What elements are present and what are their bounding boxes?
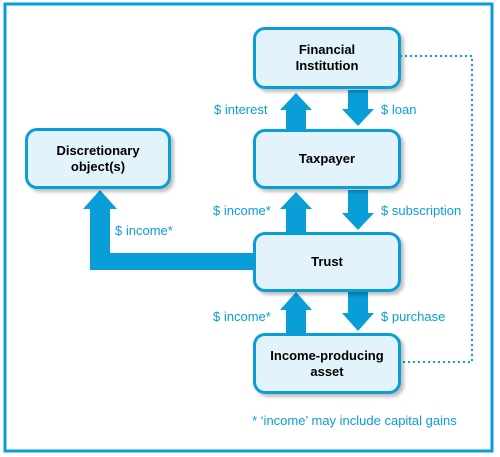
financial-institution-line1: Financial [298,42,356,57]
financial-institution-line2: Institution [295,58,359,73]
income-to-trust-arrow [280,292,312,337]
footnote: * ‘income’ may include capital gains [252,413,457,428]
discretionary-line2: object(s) [70,158,126,174]
trust-node: Trust [253,232,401,292]
dotted-security-link [398,55,473,363]
loan-label: $ loan [381,102,417,117]
income-to-taxpayer-arrow [280,192,312,232]
subscription-label: $ subscription [381,203,462,218]
purchase-label: $ purchase [381,309,446,324]
trust-label: Trust [311,254,343,269]
asset-line1: Income-producing [270,347,384,363]
asset-line2: asset [310,363,344,379]
income-to-taxpayer-label: $ income* [213,203,271,218]
financial-institution-node: Financial Institution [253,27,401,89]
income-to-discretionary-label: $ income* [115,223,173,238]
taxpayer-node: Taxpayer [253,129,401,189]
income-producing-asset-node: Income-producing asset [253,333,401,394]
loan-arrow [342,90,374,126]
outer-border [3,2,494,453]
subscription-arrow [342,190,374,230]
interest-arrow [280,93,312,129]
taxpayer-label: Taxpayer [298,151,356,166]
discretionary-line1: Discretionary [56,142,140,158]
interest-label: $ interest [214,102,268,117]
income-to-discretionary-arrow [83,190,256,270]
discretionary-objects-node: Discretionary object(s) [25,128,171,189]
income-to-trust-label: $ income* [213,309,271,324]
purchase-arrow [342,292,374,331]
